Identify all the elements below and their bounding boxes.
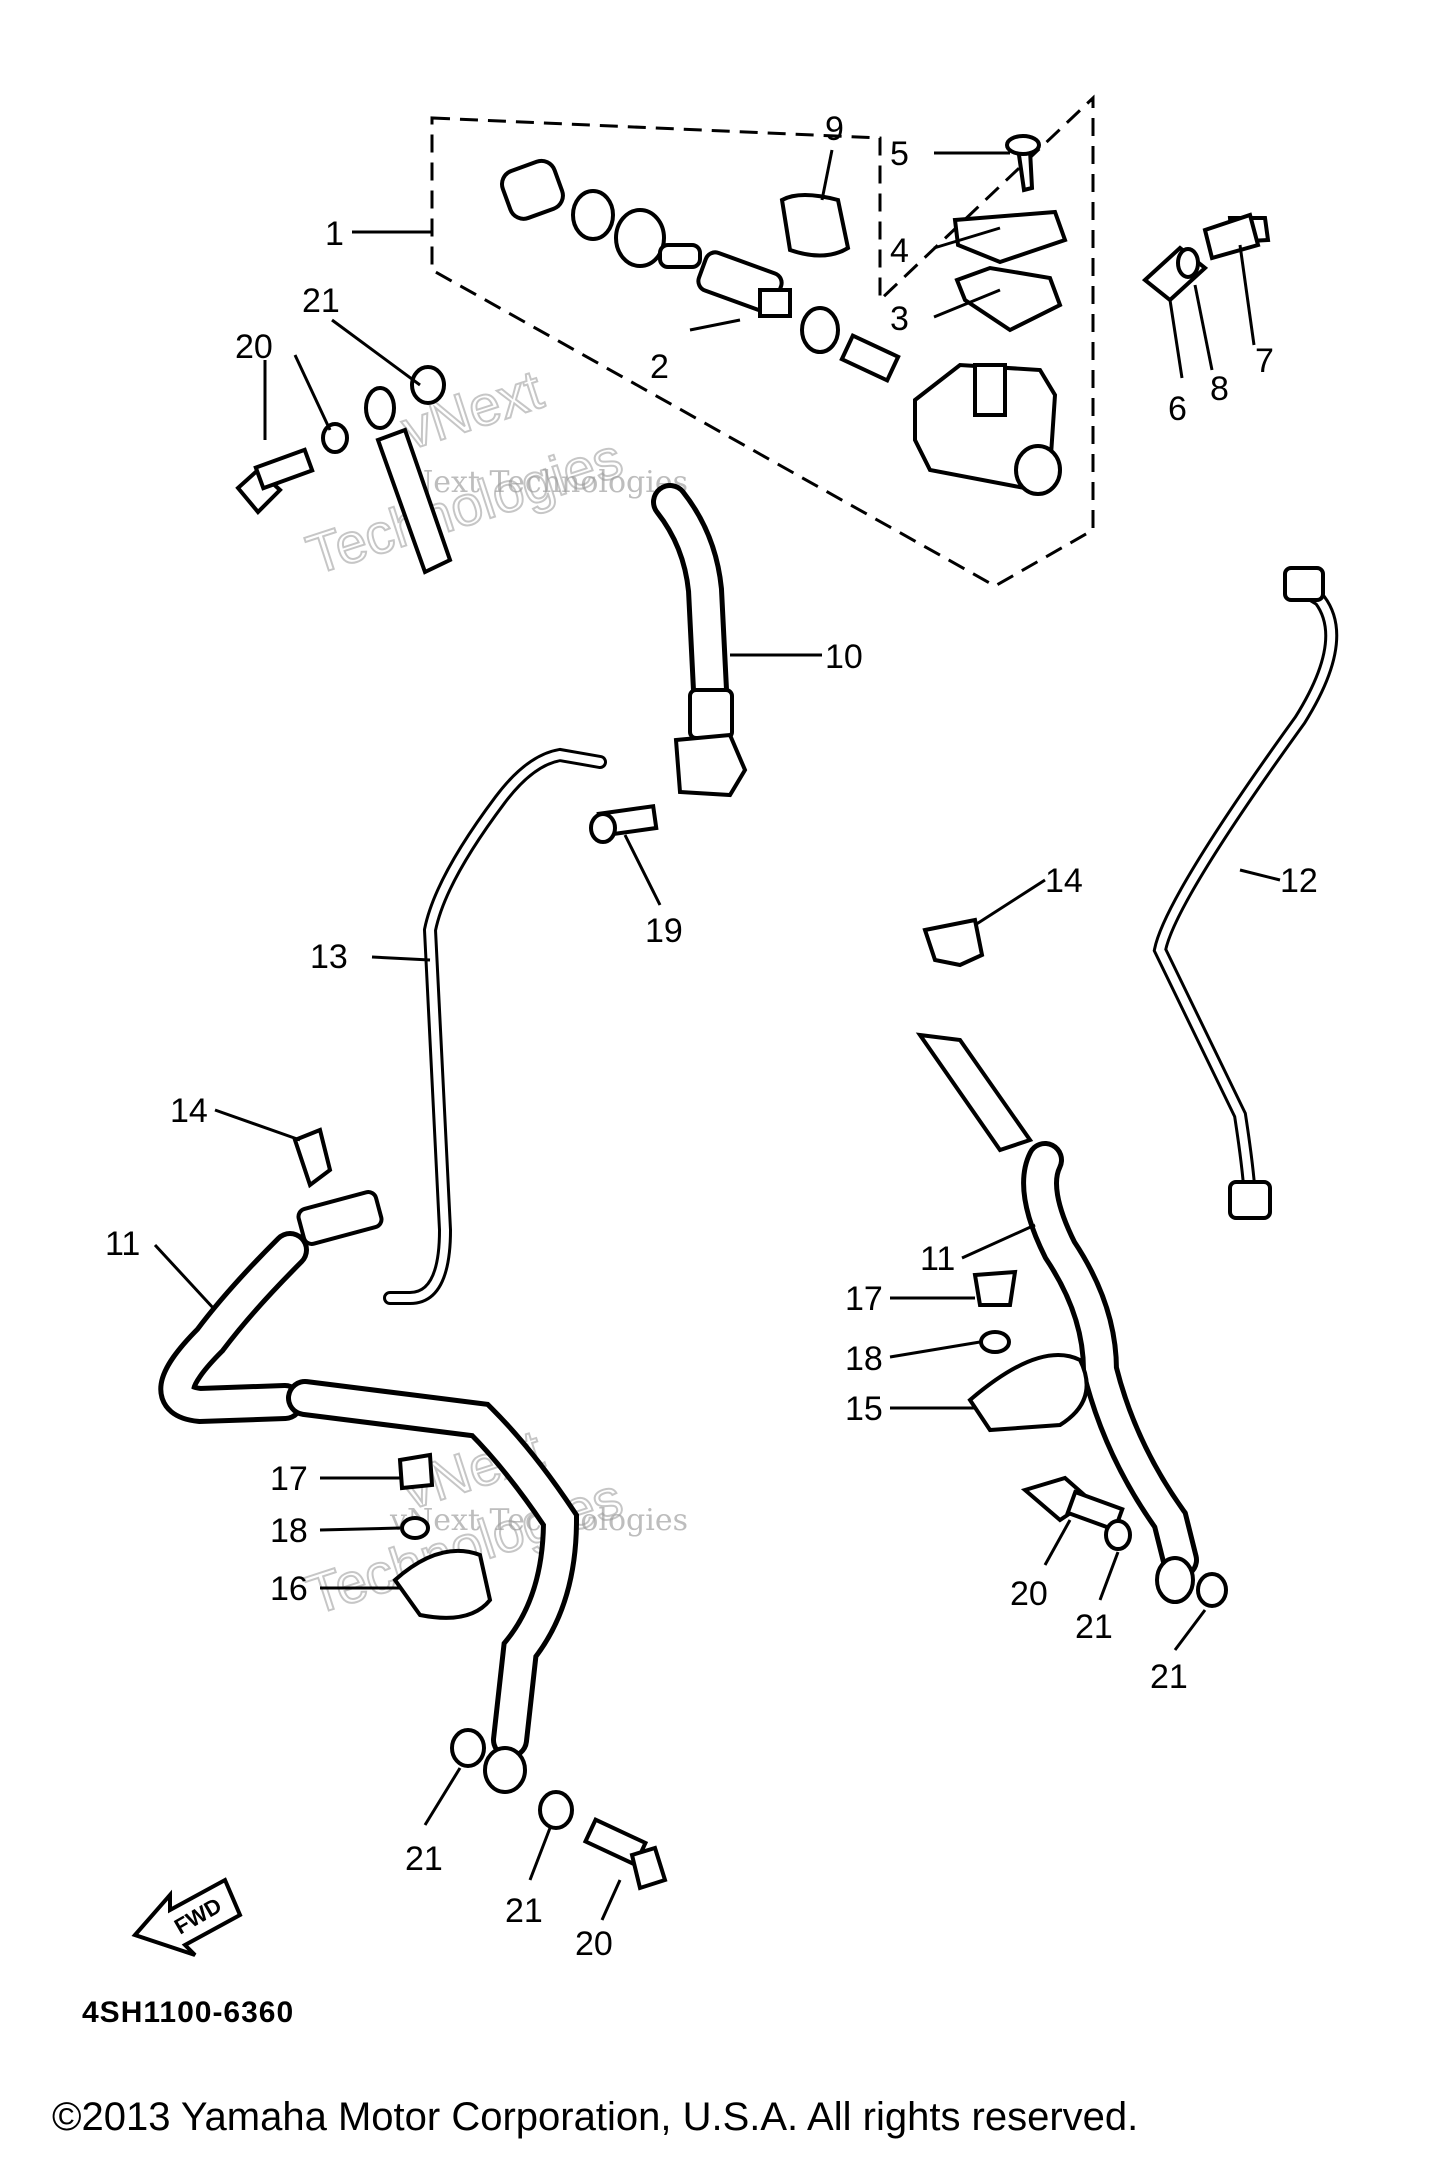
callout-21-top: 21 (302, 282, 340, 320)
banjo-bolt-lower-right (1020, 1475, 1228, 1608)
fwd-arrow: FWD (131, 1877, 243, 1957)
copyright-notice: ©2013 Yamaha Motor Corporation, U.S.A. A… (52, 2095, 1139, 2139)
clamp-hardware (1141, 212, 1271, 303)
callout-21-left-b: 21 (505, 1892, 543, 1930)
watermark-technologies-top: Technologies (299, 425, 629, 586)
banjo-top-left (235, 365, 453, 575)
right-bracket (967, 1269, 1089, 1433)
watermark-text-top: vNext Technologies (389, 465, 688, 500)
callout-2: 2 (650, 348, 669, 386)
leader-lines (153, 149, 1281, 1921)
clip-right (922, 917, 985, 968)
callout-14-left: 14 (170, 1092, 208, 1130)
callout-18-left: 18 (270, 1512, 308, 1550)
diagram-code: 4SH1100-6360 (82, 1996, 294, 2029)
callout-20-left: 20 (575, 1925, 613, 1963)
master-cylinder-parts (500, 158, 901, 384)
callout-21-right-b: 21 (1150, 1658, 1188, 1696)
joint-block (673, 732, 748, 798)
callout-14-right: 14 (1045, 862, 1083, 900)
master-cylinder-body (913, 362, 1062, 496)
callout-16: 16 (270, 1570, 308, 1608)
callout-11-left: 11 (105, 1225, 140, 1263)
callout-12: 12 (1280, 862, 1318, 900)
brake-pipe-13 (383, 747, 607, 1305)
callout-19: 19 (645, 912, 683, 950)
reservoir-cap (952, 134, 1068, 333)
callout-20-right: 20 (1010, 1575, 1048, 1613)
callout-21-right-a: 21 (1075, 1608, 1113, 1646)
callout-3: 3 (890, 300, 909, 338)
callouts: 1 2 3 4 5 6 7 8 9 10 11 11 12 13 14 14 1… (105, 110, 1318, 1963)
callout-20-top: 20 (235, 328, 273, 366)
callout-7: 7 (1255, 342, 1274, 380)
clip-left (292, 1127, 333, 1189)
callout-10: 10 (825, 638, 863, 676)
callout-11-right: 11 (920, 1240, 955, 1278)
callout-17-left: 17 (270, 1460, 308, 1498)
banjo-bolt-lower-left (450, 1728, 668, 1891)
boot-part (779, 193, 851, 258)
callout-5: 5 (890, 135, 909, 173)
hose-fitting-right (915, 1032, 1034, 1153)
callout-13: 13 (310, 938, 348, 976)
callout-18-right: 18 (845, 1340, 883, 1378)
left-bracket (392, 1452, 493, 1620)
callout-15: 15 (845, 1390, 883, 1428)
callout-21-left-a: 21 (405, 1840, 443, 1878)
callout-9: 9 (825, 110, 844, 148)
callout-6: 6 (1168, 390, 1187, 428)
callout-17-right: 17 (845, 1280, 883, 1318)
callout-4: 4 (890, 232, 909, 270)
callout-1: 1 (325, 215, 344, 253)
callout-8: 8 (1210, 370, 1229, 408)
